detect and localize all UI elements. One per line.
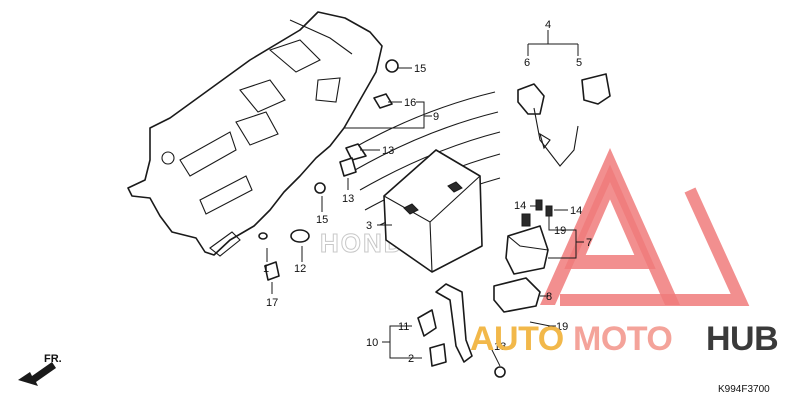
callout-3: 3 [366, 220, 372, 232]
battery [383, 149, 483, 273]
callout-11: 11 [398, 321, 409, 333]
callout-9: 9 [433, 111, 439, 123]
callout-15-top: 15 [414, 63, 426, 75]
watermark-triangle [540, 148, 750, 306]
callout-10: 10 [366, 337, 378, 349]
hardware-bolts-nuts [258, 59, 551, 378]
callout-19-a: 19 [554, 225, 566, 237]
callout-16: 16 [404, 97, 416, 109]
callout-17: 17 [266, 297, 278, 309]
starter-relay [493, 199, 553, 313]
watermark-text: AUTO MOTO HUB [470, 320, 779, 358]
callout-labels: 15 16 9 13 13 15 3 4 6 5 14 14 19 7 8 19… [263, 19, 592, 365]
callout-15-bottom: 15 [316, 214, 328, 226]
watermark-hub: HUB [706, 320, 778, 358]
callout-13-b: 13 [342, 193, 354, 205]
front-direction-arrow [18, 362, 56, 386]
callout-1: 1 [263, 263, 269, 275]
battery-cables [517, 73, 611, 167]
callout-7: 7 [586, 237, 592, 249]
watermark-auto: AUTO [470, 320, 564, 358]
callout-14-a: 14 [514, 200, 526, 212]
front-label: FR. [44, 353, 62, 365]
leader-lines [266, 30, 584, 367]
callout-13-a: 13 [382, 145, 394, 157]
callout-6: 6 [524, 57, 530, 69]
diagram-code: K994F3700 [718, 384, 770, 395]
callout-12: 12 [294, 263, 306, 275]
battery-band [417, 283, 473, 367]
watermark-moto: MOTO [573, 320, 672, 358]
callout-4: 4 [545, 19, 551, 31]
callout-5: 5 [576, 57, 582, 69]
battery-case [127, 11, 383, 257]
callout-8: 8 [546, 291, 552, 303]
callout-14-b: 14 [570, 205, 582, 217]
callout-18: 18 [494, 341, 506, 353]
callout-19-b: 19 [556, 321, 568, 333]
callout-2: 2 [408, 353, 414, 365]
